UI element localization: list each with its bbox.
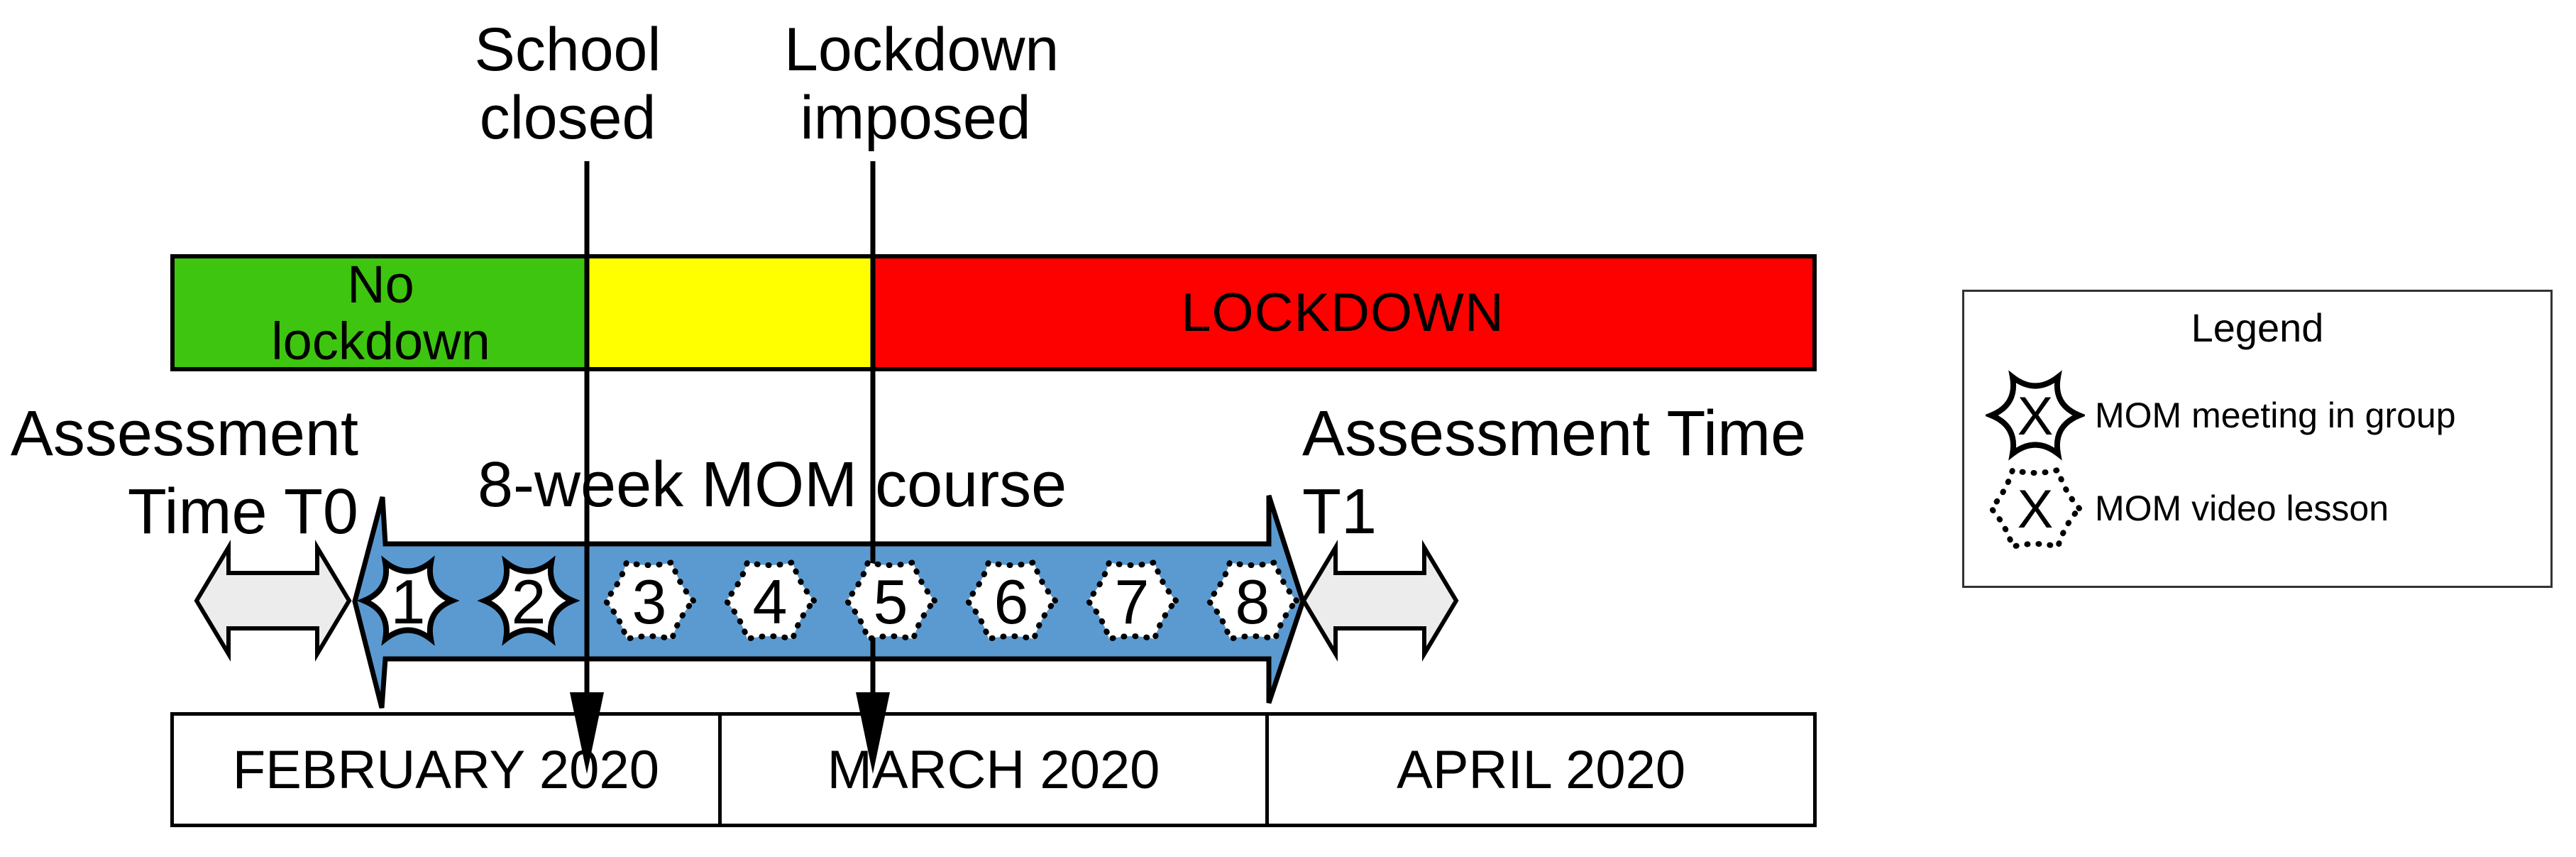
week-2-number: 2 xyxy=(512,567,546,637)
assessment-t1-arrow xyxy=(1301,540,1459,662)
week-7-number: 7 xyxy=(1115,567,1150,637)
week-5-number: 5 xyxy=(874,567,908,637)
month-april-2020: APRIL 2020 xyxy=(1265,716,1813,824)
lockdown-imposed-label: Lockdown imposed xyxy=(784,16,1059,152)
legend-item-group-meeting: X MOM meeting in group xyxy=(1986,369,2456,462)
week-5-video-lesson-icon: 5 xyxy=(842,559,939,643)
legend: Legend X MOM meeting in group X MOM vide… xyxy=(1962,290,2553,588)
transition-segment xyxy=(587,258,873,367)
legend-video-lesson-label: MOM video lesson xyxy=(2095,488,2389,528)
week-8-video-lesson-icon: 8 xyxy=(1204,559,1301,643)
week-7-video-lesson-icon: 7 xyxy=(1084,559,1180,643)
month-february-2020: FEBRUARY 2020 xyxy=(232,739,659,800)
group-meeting-star-icon: X xyxy=(1986,370,2085,461)
no-lockdown-label: No lockdown xyxy=(271,254,490,371)
legend-item-video-lesson: X MOM video lesson xyxy=(1986,462,2389,555)
assessment-t1-label: Assessment Time T1 xyxy=(1302,398,1807,547)
legend-group-meeting-label: MOM meeting in group xyxy=(2095,395,2456,435)
legend-title: Legend xyxy=(2191,305,2324,350)
no-lockdown-segment: No lockdown xyxy=(175,254,587,371)
group-meeting-x-glyph: X xyxy=(2018,386,2054,447)
lockdown-segment: LOCKDOWN xyxy=(873,258,1812,367)
week-4-video-lesson-icon: 4 xyxy=(722,559,818,643)
lockdown-status-bar: No lockdown LOCKDOWN xyxy=(170,254,1817,371)
week-3-number: 3 xyxy=(632,567,667,637)
month-timeline: FEBRUARY 2020 MARCH 2020 APRIL 2020 xyxy=(170,712,1817,827)
school-closed-label: School closed xyxy=(474,16,661,152)
week-4-number: 4 xyxy=(753,567,788,637)
video-lesson-star-icon: X xyxy=(1987,466,2084,550)
course-double-arrow xyxy=(352,494,1306,709)
video-lesson-x-glyph: X xyxy=(2018,479,2054,540)
assessment-t0-arrow xyxy=(194,540,352,662)
week-1-number: 1 xyxy=(391,567,426,637)
week-8-number: 8 xyxy=(1235,567,1270,637)
month-march-2020: MARCH 2020 xyxy=(717,716,1266,824)
week-1-group-meeting-icon: 1 xyxy=(356,555,460,646)
course-title-label: 8-week MOM course xyxy=(478,449,1067,520)
week-6-number: 6 xyxy=(994,567,1029,637)
week-6-video-lesson-icon: 6 xyxy=(963,559,1059,643)
week-2-group-meeting-icon: 2 xyxy=(477,555,580,646)
lockdown-label: LOCKDOWN xyxy=(1181,283,1504,343)
week-3-video-lesson-icon: 3 xyxy=(601,559,698,643)
assessment-t0-label: Assessment Time T0 xyxy=(10,398,358,547)
